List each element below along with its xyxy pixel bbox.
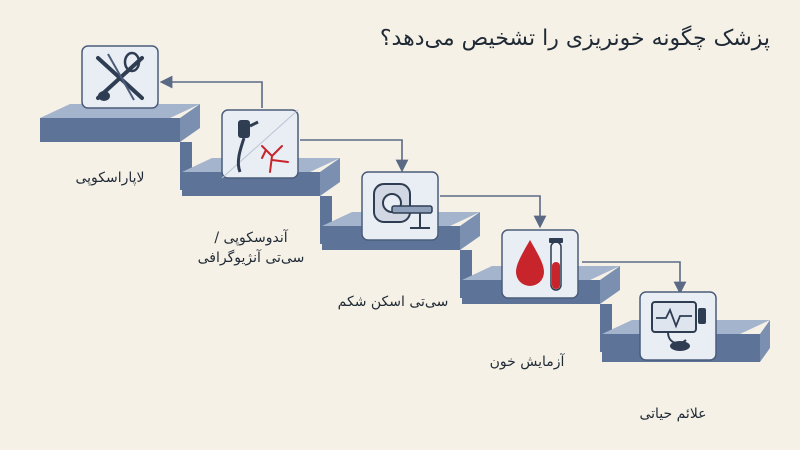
vital-signs-monitor-icon — [639, 291, 717, 361]
step-label-endoscopy: آندوسکوپی / سی‌تی آنژیوگرافی — [197, 230, 305, 266]
arrow-endoscopy-to-ct — [300, 139, 409, 173]
step-label-vital-signs: علائم حیاتی — [639, 406, 707, 422]
arrow-ct-to-blood — [440, 195, 547, 229]
step-platform-laparoscopy — [40, 104, 200, 142]
step-label-laparoscopy: لاپاراسکوپی — [75, 170, 145, 186]
page-title: پزشک چگونه خونریزی را تشخیص می‌دهد؟ — [379, 26, 770, 51]
endoscope-angiography-icon — [221, 109, 299, 179]
step-label-ct-scan: سی‌تی اسکن شکم — [337, 294, 449, 310]
blood-drop-test-tube-icon — [501, 229, 579, 299]
flow-arrows — [159, 75, 687, 295]
ct-scanner-icon — [361, 171, 439, 241]
arrow-endoscopy-to-laparoscopy — [159, 75, 263, 108]
arrow-blood-to-vital — [582, 261, 687, 295]
step-label-blood-test: آزمایش خون — [489, 354, 565, 370]
laparoscopy-instruments-icon — [81, 45, 159, 109]
